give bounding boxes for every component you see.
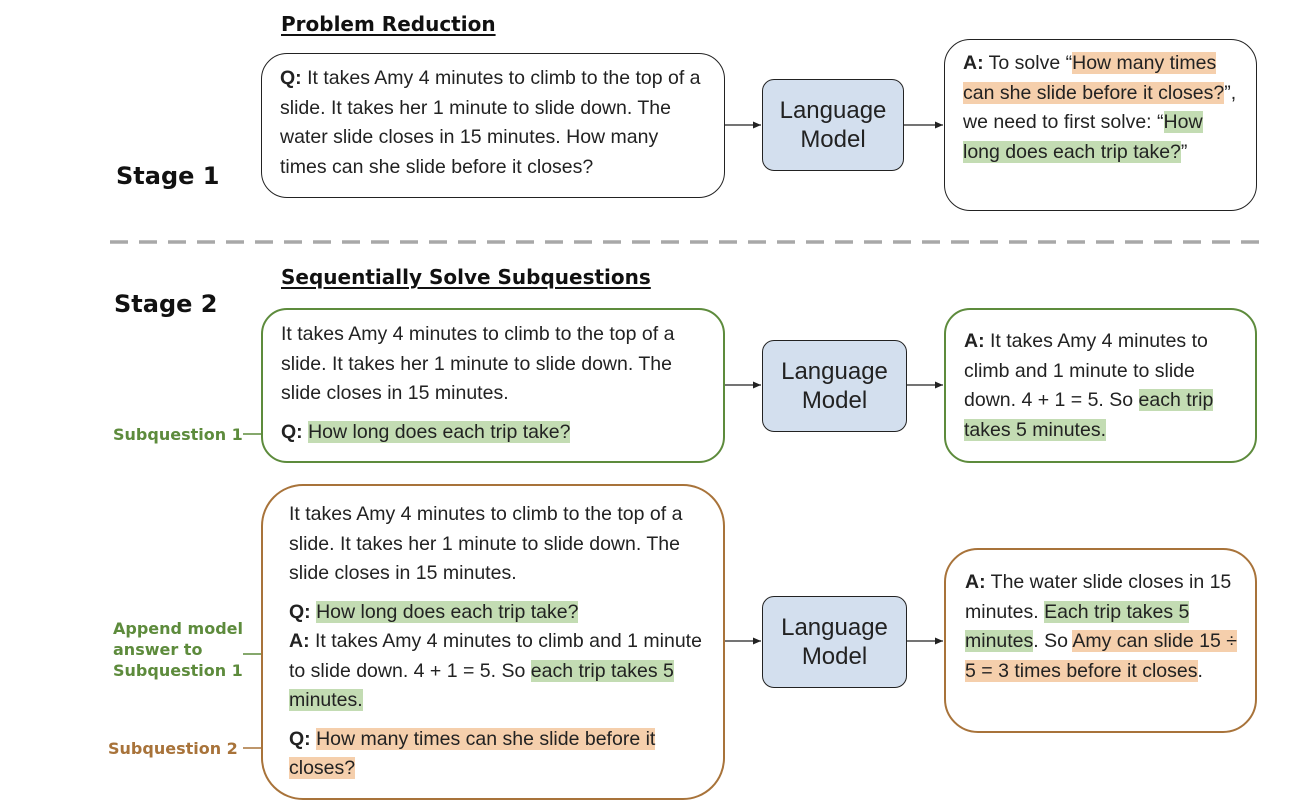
model-label: Language Model bbox=[779, 97, 887, 153]
question-prefix: Q: bbox=[289, 600, 311, 623]
context-text: It takes Amy 4 minutes to climb to the t… bbox=[281, 323, 675, 404]
subquestion1-box: It takes Amy 4 minutes to climb to the t… bbox=[261, 308, 725, 463]
language-model-box-sub2: Language Model bbox=[762, 596, 907, 688]
question-prefix: Q: bbox=[280, 67, 302, 89]
answer-prefix: A: bbox=[289, 630, 310, 652]
answer-prefix: A: bbox=[964, 330, 985, 352]
question-highlight-green: How long does each trip take? bbox=[308, 420, 571, 443]
answer-text: ” bbox=[1180, 140, 1188, 163]
stage1-answer-box: A: To solve “How many times can she slid… bbox=[944, 39, 1257, 211]
answer-text: To solve “ bbox=[988, 52, 1073, 74]
stage1-title: Problem Reduction bbox=[281, 12, 496, 36]
prior-question: Q: How long does each trip take? bbox=[289, 598, 707, 628]
answer-prefix: A: bbox=[963, 52, 984, 74]
subquestion2-box: It takes Amy 4 minutes to climb to the t… bbox=[261, 484, 725, 800]
question-text: It takes Amy 4 minutes to climb to the t… bbox=[280, 67, 701, 178]
answer-text: . So bbox=[1033, 630, 1073, 652]
subquestion1-label: Subquestion 1 bbox=[113, 425, 243, 444]
model-label: Language Model bbox=[781, 614, 888, 670]
answer-text: It takes Amy 4 minutes to climb and 1 mi… bbox=[964, 330, 1208, 411]
question-prefix: Q: bbox=[281, 420, 303, 443]
answer-text: ”, we need to first solve: “ bbox=[963, 81, 1237, 134]
stage2-label: Stage 2 bbox=[114, 290, 218, 318]
stage2-title: Sequentially Solve Subquestions bbox=[281, 265, 651, 289]
question-highlight-green: How long does each trip take? bbox=[316, 600, 579, 623]
subquestion2-answer-box: A: The water slide closes in 15 minutes.… bbox=[944, 548, 1257, 733]
context-text: It takes Amy 4 minutes to climb to the t… bbox=[289, 503, 683, 584]
answer-prefix: A: bbox=[965, 571, 986, 593]
subquestion1-answer-box: A: It takes Amy 4 minutes to climb and 1… bbox=[944, 308, 1257, 463]
language-model-box-stage1: Language Model bbox=[762, 79, 904, 171]
model-label: Language Model bbox=[781, 358, 888, 414]
answer-text: The water slide closes in 15 minutes. bbox=[965, 571, 1232, 623]
stage1-label: Stage 1 bbox=[116, 162, 220, 190]
answer-text: It takes Amy 4 minutes to climb and 1 mi… bbox=[289, 630, 702, 682]
stage1-question-box: Q: It takes Amy 4 minutes to climb to th… bbox=[261, 53, 725, 198]
question-highlight-orange: How many times can she slide before it c… bbox=[289, 727, 656, 779]
question-prefix: Q: bbox=[289, 727, 311, 750]
prior-answer: A: It takes Amy 4 minutes to climb and 1… bbox=[289, 627, 707, 716]
answer-text: . bbox=[1197, 659, 1203, 682]
language-model-box-sub1: Language Model bbox=[762, 340, 907, 432]
subquestion2-question: Q: How many times can she slide before i… bbox=[289, 725, 707, 784]
append-answer-label: Append model answer to Subquestion 1 bbox=[113, 619, 244, 680]
subquestion2-label: Subquestion 2 bbox=[108, 739, 238, 758]
